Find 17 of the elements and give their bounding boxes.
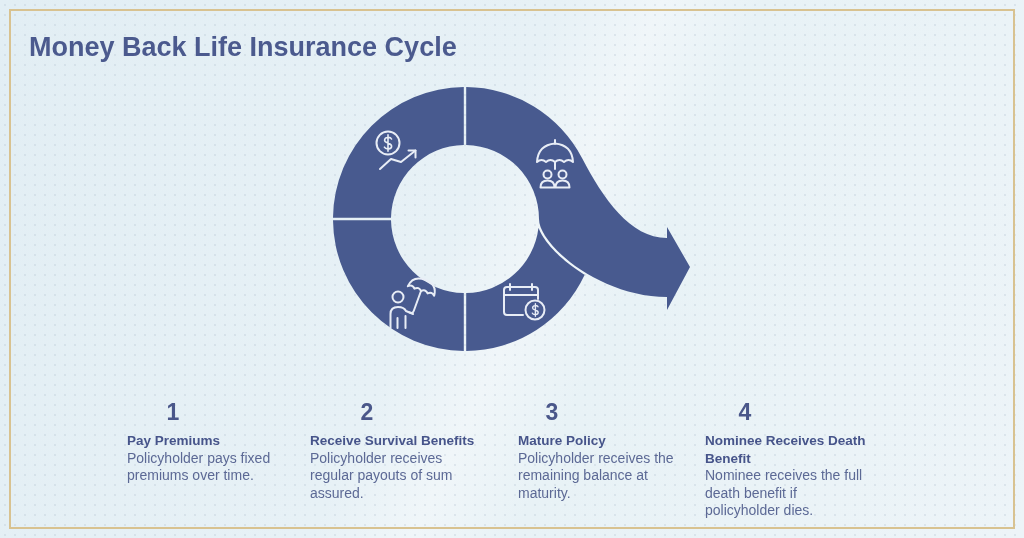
ring-segment <box>333 87 464 218</box>
step-heading: Receive Survival Benefits <box>310 432 475 450</box>
step-description: Policyholder pays fixed premiums over time. <box>127 449 272 485</box>
step-heading: Nominee Receives Death Benefit <box>705 432 867 467</box>
step-heading: Mature Policy <box>518 432 606 450</box>
title: Money Back Life Insurance Cycle <box>29 31 457 63</box>
step-heading: Pay Premiums <box>127 432 221 450</box>
step-description: Policyholder receives the remaining balance at maturity. <box>518 449 675 502</box>
step-description: Policyholder receives regular payouts of sum assured. <box>310 449 454 502</box>
ring-segment <box>466 228 585 351</box>
ring-segment <box>333 220 464 351</box>
step-number: 3 <box>545 398 559 426</box>
step-number: 2 <box>360 398 374 426</box>
curved-arrow-segment <box>466 87 690 310</box>
step-number: 4 <box>738 398 752 426</box>
step-description: Nominee receives the full death benefit if policyholder dies. <box>705 467 864 520</box>
step-number: 1 <box>166 398 180 426</box>
